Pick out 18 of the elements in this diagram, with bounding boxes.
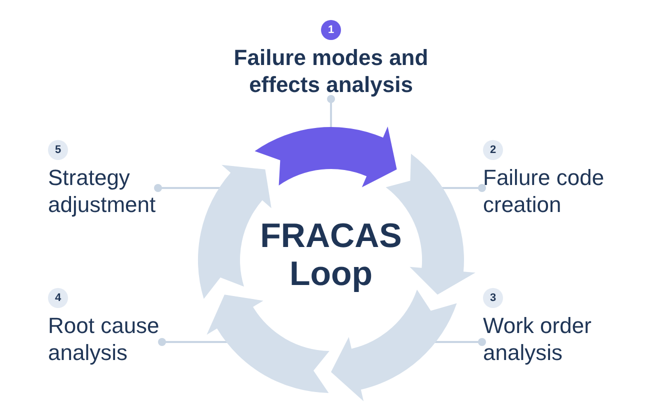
center-title: FRACAS Loop <box>259 217 403 293</box>
step-label: Failure modes and effects analysis <box>232 44 430 98</box>
step-number-badge: 5 <box>48 140 68 160</box>
leader-line <box>154 184 222 192</box>
step-number-badge: 3 <box>483 288 503 308</box>
leader-line <box>433 338 486 346</box>
leader-line <box>440 184 486 192</box>
step-number-badge: 4 <box>48 288 68 308</box>
step-label: Root cause analysis <box>48 312 160 366</box>
cycle-arrow-segment <box>254 126 397 188</box>
cycle-arrow-segment <box>206 294 330 393</box>
leader-line <box>327 95 335 129</box>
step-label: Strategy adjustment <box>48 164 157 218</box>
leader-line <box>158 338 229 346</box>
step-label: Failure code creation <box>483 164 606 218</box>
step-number-badge: 2 <box>483 140 503 160</box>
step-label: Work order analysis <box>483 312 592 366</box>
step-number-badge: 1 <box>321 20 341 40</box>
